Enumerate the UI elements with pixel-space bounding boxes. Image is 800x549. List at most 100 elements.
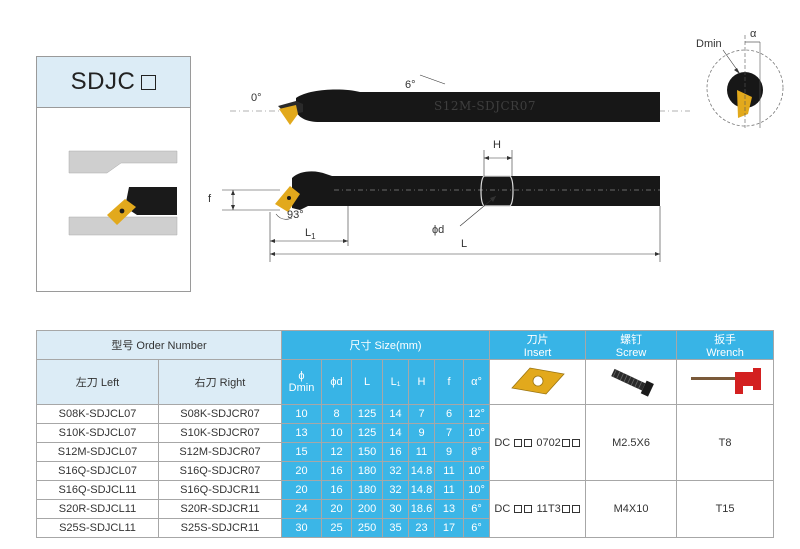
alpha-cell: 6° (463, 518, 491, 538)
order-number-header: 型号 Order Number (35, 330, 283, 360)
alpha-col-header: α° (463, 359, 491, 405)
l-cell: 125 (351, 423, 384, 443)
l1-cell: 14 (382, 423, 410, 443)
f-cell: 9 (434, 442, 465, 462)
left-model: S20R-SDJCL11 (36, 499, 159, 519)
l-cell: 180 (351, 461, 384, 481)
placeholder-square-icon (571, 438, 580, 447)
insert-mid: 0702 (536, 436, 561, 449)
table-row: S08K-SDJCL07 S08K-SDJCR07 10 8 125 14 7 … (36, 404, 775, 481)
placeholder-square-icon (561, 438, 570, 447)
alpha-cell: 10° (463, 461, 491, 481)
wrench-cell-group1: T8 (676, 404, 775, 481)
alpha-label: α (750, 28, 757, 40)
phid-dimension-label: ϕd (432, 224, 445, 236)
f-cell: 11 (434, 480, 465, 500)
h-cell: 14.8 (408, 461, 436, 481)
placeholder-square-icon (524, 505, 533, 514)
l1-cell: 30 (382, 499, 410, 519)
placeholder-square-icon (514, 505, 523, 514)
screw-icon (611, 368, 654, 397)
left-model: S12M-SDJCL07 (36, 442, 159, 462)
dmin-col-text: Dmin (288, 382, 315, 394)
insert-mid: 11T3 (536, 503, 561, 515)
d-cell: 16 (321, 480, 353, 500)
f-cell: 7 (434, 423, 465, 443)
model-title-text: SDJC (70, 68, 136, 95)
left-model: S25S-SDJCL11 (36, 518, 159, 538)
right-model: S10K-SDJCR07 (157, 423, 283, 443)
insert-header-cn: 刀片 (526, 334, 549, 346)
f-dimension-label: f (208, 193, 212, 205)
right-model: S12M-SDJCR07 (157, 442, 283, 462)
l1-col-header: L₁ (382, 359, 410, 405)
right-model: S25S-SDJCR11 (157, 518, 283, 538)
placeholder-square-icon (514, 438, 523, 447)
right-model: S08K-SDJCR07 (157, 404, 283, 424)
screw-header-cn: 螺钉 (620, 334, 643, 346)
table-row: S25S-SDJCL11 S25S-SDJCR11 30 25 250 35 2… (36, 518, 774, 538)
alpha-cell: 8° (463, 442, 491, 462)
f-cell: 11 (434, 461, 465, 481)
f-col-header: f (434, 359, 465, 405)
f-cell: 6 (434, 404, 465, 424)
l1-dimension-label: L1 (305, 227, 316, 241)
placeholder-square-icon (561, 505, 570, 514)
d-cell: 16 (321, 461, 353, 481)
l-cell: 200 (351, 499, 384, 519)
insert-header-en: Insert (523, 347, 552, 359)
alpha-cell: 10° (463, 423, 491, 443)
d-cell: 25 (321, 518, 353, 538)
h-cell: 9 (408, 423, 436, 443)
placeholder-square-icon (571, 505, 580, 514)
placeholder-square-icon (141, 74, 157, 90)
d-cell: 12 (321, 442, 353, 462)
insert-image-cell (489, 359, 587, 405)
right-model: S16Q-SDJCR07 (157, 461, 283, 481)
screw-cell-group2: M4X10 (585, 480, 678, 538)
l1-subscript: 1 (311, 232, 316, 242)
h-cell: 18.6 (408, 499, 436, 519)
l1-cell: 35 (382, 518, 410, 538)
table-row: S16Q-SDJCL11 S16Q-SDJCR11 20 16 180 32 1… (36, 480, 775, 538)
angle-six-label: 6° (405, 79, 416, 91)
insert-cell-group2: DC 11T3 (489, 480, 587, 538)
l-cell: 125 (351, 404, 384, 424)
l1-cell: 14 (382, 404, 410, 424)
bore-section-diagram (68, 147, 178, 236)
l-cell: 150 (351, 442, 384, 462)
h-cell: 7 (408, 404, 436, 424)
dmin-cell: 24 (281, 499, 323, 519)
l1-cell: 32 (382, 461, 410, 481)
h-col-header: H (408, 359, 436, 405)
l1-cell: 32 (382, 480, 410, 500)
dmin-cell: 20 (281, 480, 323, 500)
right-model: S20R-SDJCR11 (157, 499, 283, 519)
h-dimension-label: H (493, 139, 501, 151)
model-box: SDJC (36, 56, 191, 292)
size-header: 尺寸 Size(mm) (281, 330, 491, 360)
left-model: S16Q-SDJCL11 (36, 480, 159, 500)
left-header: 左刀 Left (36, 359, 159, 405)
right-model: S16Q-SDJCR11 (157, 480, 283, 500)
table-row: S12M-SDJCL07 S12M-SDJCR07 15 12 150 16 1… (36, 442, 774, 462)
dmin-cell: 13 (281, 423, 323, 443)
left-model: S10K-SDJCL07 (36, 423, 159, 443)
h-cell: 23 (408, 518, 436, 538)
alpha-cell: 6° (463, 499, 491, 519)
tool-marking: S12M-SDJCR07 (434, 99, 536, 113)
f-cell: 17 (434, 518, 465, 538)
model-title: SDJC (37, 57, 190, 108)
d-cell: 20 (321, 499, 353, 519)
dmin-cell: 30 (281, 518, 323, 538)
h-cell: 11 (408, 442, 436, 462)
alpha-cell: 10° (463, 480, 491, 500)
screw-cell-group1: M2.5X6 (585, 404, 678, 481)
wrench-cell-group2: T15 (676, 480, 775, 538)
screw-header-en: Screw (615, 347, 647, 359)
